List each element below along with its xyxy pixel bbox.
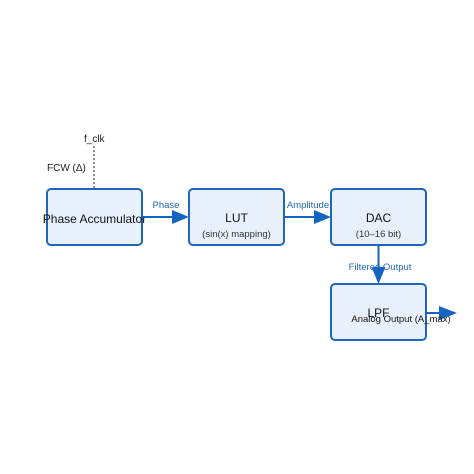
edge-phase-arrowhead [172,210,189,224]
phase-accumulator-title: Phase Accumulator [43,212,146,226]
edge-filtered-arrowhead [371,267,386,284]
edge-filtered: Filtered Output [349,245,412,284]
dac-subtitle: (10–16 bit) [356,229,401,240]
edge-filtered-label: Filtered Output [349,262,412,273]
edge-amplitude: Amplitude [284,200,331,224]
fcw-label: FCW (Δ) [47,163,86,174]
edge-output-label: Analog Output (A_max) [351,314,450,325]
lut-subtitle: (sin(x) mapping) [202,229,271,240]
lpf-title: LPF [367,306,389,320]
clock-label: f_clk [84,134,106,145]
lpf-block: LPF [330,283,427,341]
edge-amplitude-arrowhead [314,210,331,224]
edge-phase: Phase [142,200,189,224]
edge-phase-label: Phase [153,200,180,211]
dac-title: DAC [366,211,392,225]
edge-amplitude-label: Amplitude [287,200,329,211]
lut-title: LUT [225,211,248,225]
phase-accumulator-block: Phase Accumulator [43,188,146,246]
edge-output-arrowhead [439,306,457,320]
edge-output: Analog Output (A_max) [351,306,457,325]
lut-block: LUT (sin(x) mapping) [188,188,285,246]
dac-block: DAC (10–16 bit) [330,188,427,246]
